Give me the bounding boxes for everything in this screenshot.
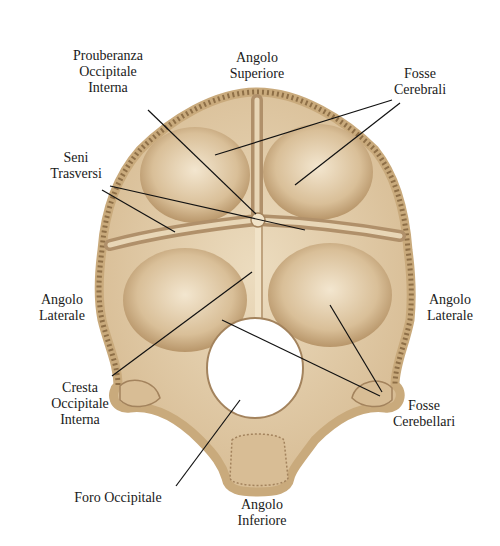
- groove-shadow: [110, 100, 400, 245]
- leader-line: [222, 320, 380, 396]
- leader-line: [295, 103, 400, 185]
- part-label: Fosse Cerebrali: [394, 66, 446, 98]
- part-label: Angolo Superiore: [230, 50, 284, 82]
- leader-line: [215, 100, 392, 155]
- part-label: Foro Occipitale: [74, 490, 161, 506]
- part-label: Angolo Inferiore: [238, 497, 287, 529]
- part-label: Angolo Laterale: [39, 292, 85, 324]
- part-label: Fosse Cerebellari: [393, 398, 455, 430]
- leader-line: [102, 190, 175, 232]
- fossa-shape: [263, 124, 373, 220]
- occipital-crest: [255, 225, 261, 318]
- part-label: Cresta Occipitale Interna: [51, 380, 109, 428]
- leader-line: [110, 186, 305, 230]
- basilar-part: [230, 434, 288, 486]
- fossa-shape: [140, 127, 250, 223]
- leader-line: [176, 400, 240, 486]
- jugular-process: [120, 380, 160, 406]
- part-label: Prouberanza Occipitale Interna: [73, 48, 143, 96]
- grooves: [110, 100, 400, 318]
- occipital-crest-edge: [261, 225, 263, 318]
- part-label: Angolo Laterale: [427, 292, 473, 324]
- bone-outline: [99, 92, 411, 492]
- leader-lines: [102, 100, 400, 486]
- foramen-magnum: [207, 318, 303, 418]
- part-label: Seni Trasversi: [50, 150, 102, 182]
- groove-floor: [110, 100, 400, 245]
- leader-line: [330, 305, 382, 392]
